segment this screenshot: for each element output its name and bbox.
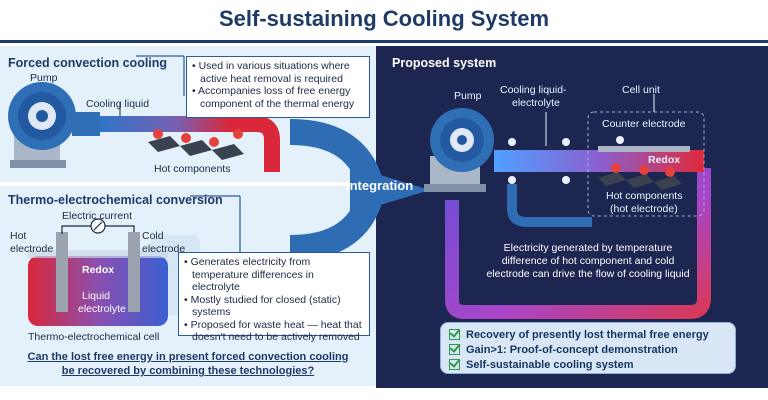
hot-components-label: Hot components xyxy=(154,163,231,175)
proposed-pipe xyxy=(494,150,704,172)
proposed-loop xyxy=(445,168,711,319)
proposed-hot-label-1: Hot components xyxy=(606,190,683,202)
hot-component-icon xyxy=(148,129,244,160)
proposed-title: Proposed system xyxy=(392,56,497,70)
pump-label: Pump xyxy=(30,72,58,84)
thermo-bullet-3b: doesn't need to be actively removed xyxy=(192,331,360,343)
proposed-liquid-label-1: Cooling liquid- xyxy=(500,84,567,96)
question-line-1: Can the lost free energy in present forc… xyxy=(27,351,349,363)
cooling-pipe xyxy=(100,116,280,172)
cell-unit-label: Cell unit xyxy=(622,84,660,96)
redox-label: Redox xyxy=(82,264,115,276)
electron-icon xyxy=(508,136,624,184)
cell-label: Thermo-electrochemical cell xyxy=(28,331,160,343)
thermo-bullet-1: • Generates electricity from xyxy=(184,256,311,268)
conclusion-1: Recovery of presently lost thermal free … xyxy=(466,328,709,341)
thermo-bullets-box: • Generates electricity from temperature… xyxy=(178,252,370,343)
cold-electrode-label-1: Cold xyxy=(142,230,164,242)
thermo-bullet-1b: temperature differences in electrolyte xyxy=(192,268,314,294)
question-line-2: be recovered by combining these technolo… xyxy=(61,365,315,377)
proposed-hot-label-2: (hot electrode) xyxy=(610,203,678,215)
proposed-pump-icon xyxy=(424,108,494,192)
cold-electrode xyxy=(128,232,140,312)
thermo-bullet-2: • Mostly studied for closed (static) xyxy=(184,293,341,306)
electricity-line-3: electrode can drive the flow of cooling … xyxy=(486,268,690,280)
conclusion-row-1: Recovery of presently lost thermal free … xyxy=(449,327,727,342)
title-divider xyxy=(0,40,768,43)
counter-electrode xyxy=(598,146,690,152)
thermo-bullet-3: • Proposed for waste heat — heat that xyxy=(184,318,362,331)
hot-electrode-label-1: Hot xyxy=(10,230,27,242)
proposed-loop-top xyxy=(507,184,592,227)
electricity-line-1: Electricity generated by temperature xyxy=(503,242,673,254)
liquid-label-1: Liquid xyxy=(82,290,111,302)
conclusions-box: Recovery of presently lost thermal free … xyxy=(440,322,736,374)
hot-electrode-label-2: electrode xyxy=(10,243,54,255)
forced-bullet-1: • Used in various situations where xyxy=(192,60,350,72)
check-icon xyxy=(449,344,460,355)
cooling-liquid-label: Cooling liquid xyxy=(86,98,150,110)
question-text: Can the lost free energy in present forc… xyxy=(0,350,376,378)
integration-label: Integration xyxy=(346,178,414,193)
forced-bullet-2: • Accompanies loss of free energy xyxy=(192,85,351,97)
proposed-pump-label: Pump xyxy=(454,90,482,102)
cell-unit-outline xyxy=(587,111,705,217)
forced-convection-title: Forced convection cooling xyxy=(8,56,168,70)
forced-bullet-2b: component of the thermal energy xyxy=(200,97,355,110)
electricity-text: Electricity generated by temperature dif… xyxy=(480,242,696,281)
page-title: Self-sustaining Cooling System xyxy=(218,6,550,31)
forced-bullet-1b: active heat removal is required xyxy=(200,72,343,85)
conclusion-3: Self-sustainable cooling system xyxy=(466,358,634,371)
proposed-redox-label: Redox xyxy=(648,154,681,166)
check-icon xyxy=(449,329,460,340)
hot-electrode xyxy=(56,232,68,312)
liquid-label-2: electrolyte xyxy=(78,303,126,315)
cold-electrode-label-2: electrode xyxy=(142,243,186,255)
proposed-liquid-label-2: electrolyte xyxy=(512,97,560,109)
counter-electrode-label: Counter electrode xyxy=(602,118,686,130)
conclusion-row-3: Self-sustainable cooling system xyxy=(449,357,727,372)
check-icon xyxy=(449,359,460,370)
electric-current-label: Electric current xyxy=(62,210,133,222)
thermo-bullet-2b: systems xyxy=(192,306,231,318)
ammeter-icon xyxy=(90,218,106,234)
forced-bullets-box: • Used in various situations where activ… xyxy=(186,56,370,118)
electricity-line-2: difference of hot component and cold xyxy=(501,255,675,267)
pump-icon xyxy=(8,82,100,168)
conclusion-2: Gain>1: Proof-of-concept demonstration xyxy=(466,343,678,356)
proposed-hot-component-icon xyxy=(598,163,682,190)
thermo-title: Thermo-electrochemical conversion xyxy=(8,193,223,207)
integration-arrow-icon xyxy=(289,119,430,261)
conclusion-row-2: Gain>1: Proof-of-concept demonstration xyxy=(449,342,727,357)
